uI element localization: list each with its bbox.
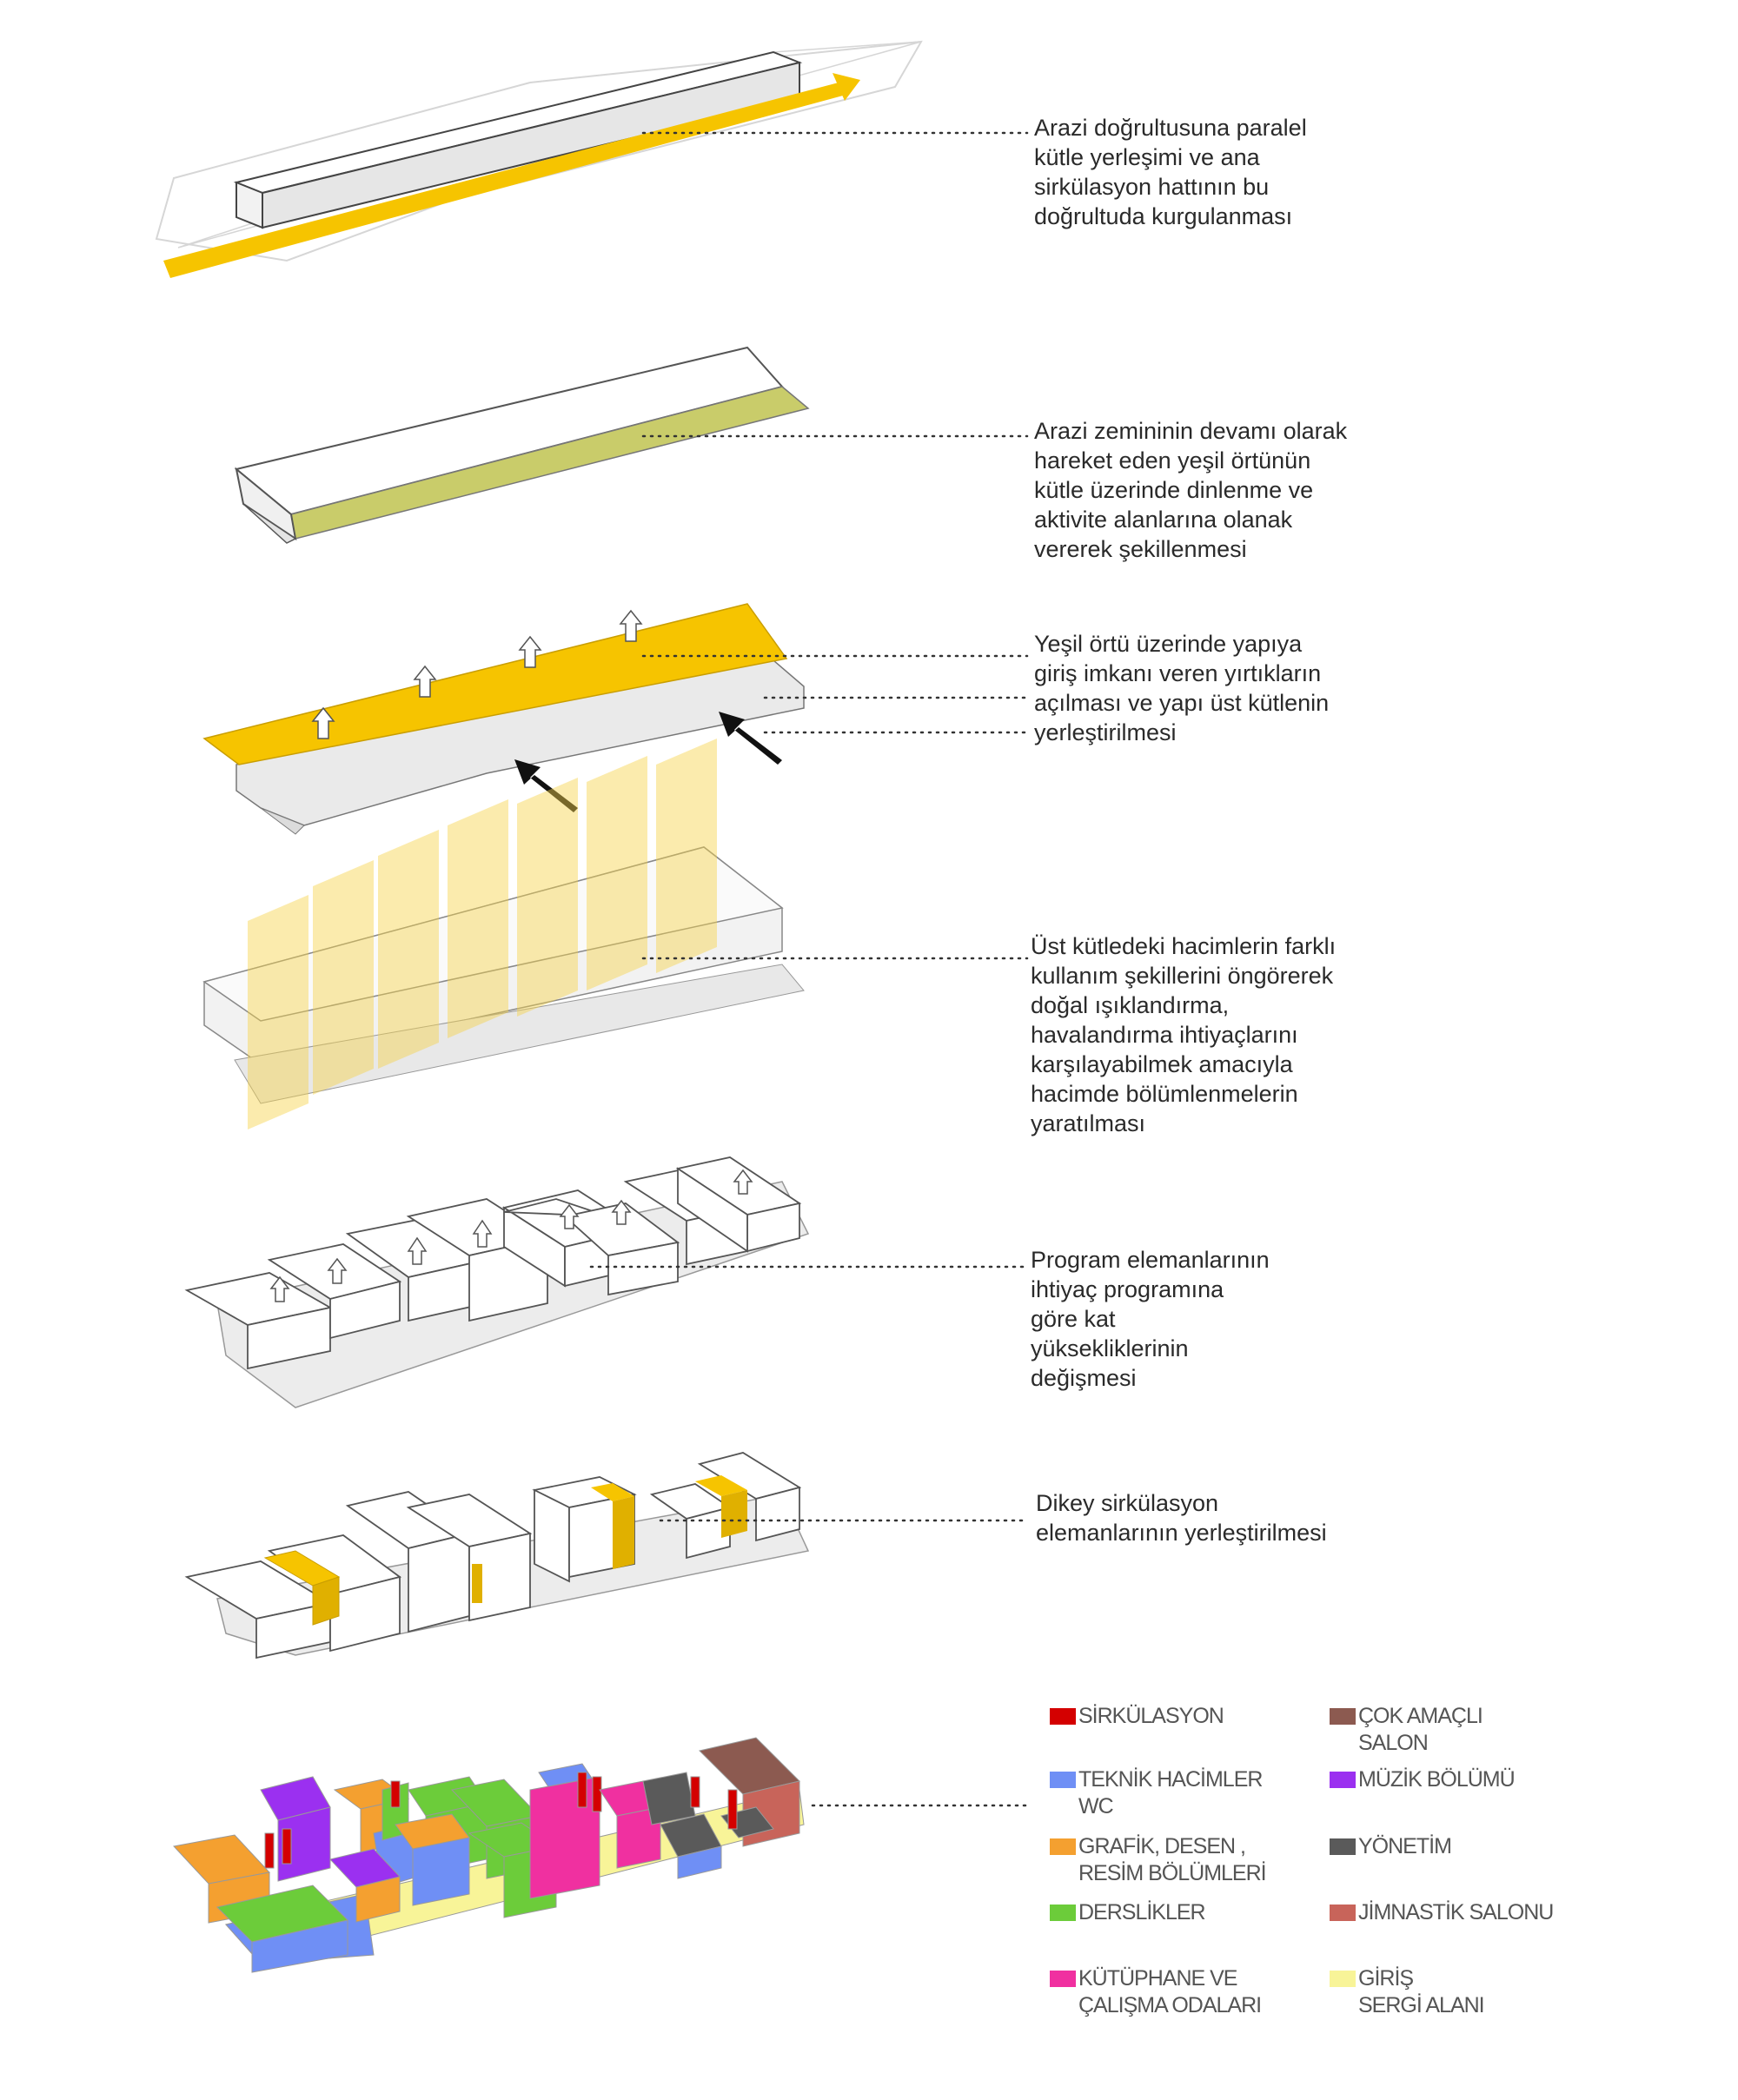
- legend-swatch: [1330, 1905, 1356, 1921]
- legend-swatch: [1050, 1905, 1076, 1921]
- legend-swatch: [1050, 1772, 1076, 1788]
- caption-step2: Arazi zemininin devamı olarak hareket ed…: [1034, 418, 1348, 562]
- legend-swatch: [1330, 1971, 1356, 1987]
- legend-swatch: [1050, 1971, 1076, 1987]
- legend-label: GİRİŞ SERGİ ALANI: [1358, 1966, 1485, 2017]
- legend-label: SİRKÜLASYON: [1078, 1704, 1224, 1728]
- legend-label: GRAFİK, DESEN , RESİM BÖLÜMLERİ: [1078, 1834, 1267, 1885]
- caption-step3: Yeşil örtü üzerinde yapıya giriş imkanı …: [1034, 631, 1330, 745]
- legend-swatch: [1330, 1772, 1356, 1788]
- legend-label: JİMNASTİK SALONU: [1358, 1900, 1554, 1924]
- legend-label: TEKNİK HACİMLER WC: [1078, 1767, 1263, 1818]
- legend-label: MÜZİK BÖLÜMÜ: [1358, 1767, 1516, 1792]
- legend-label: ÇOK AMAÇLI SALON: [1358, 1704, 1483, 1755]
- legend-label: YÖNETİM: [1358, 1834, 1452, 1858]
- caption-step4: Üst kütledeki hacimlerin farklı kullanım…: [1031, 933, 1337, 1136]
- legend-label: DERSLİKLER: [1078, 1900, 1206, 1924]
- step7-illustration: [173, 1737, 805, 1973]
- leader-lines: [589, 131, 1029, 1807]
- legend-swatch: [1050, 1838, 1076, 1855]
- legend-swatch: [1330, 1708, 1356, 1725]
- step6-illustration: [184, 1452, 810, 1659]
- step2-illustration: [234, 346, 810, 544]
- step3-illustration: [202, 603, 805, 835]
- legend-swatch: [1330, 1838, 1356, 1855]
- caption-step6: Dikey sirkülasyon elemanlarının yerleşti…: [1036, 1490, 1327, 1546]
- step5-illustration: [184, 1156, 810, 1408]
- caption-step5: Program elemanlarının ihtiyaç programına…: [1031, 1247, 1270, 1391]
- legend-label: KÜTÜPHANE VE ÇALIŞMA ODALARI: [1078, 1966, 1262, 2017]
- legend-swatch: [1050, 1708, 1076, 1725]
- step1-illustration: [155, 40, 923, 278]
- step4-illustration: [202, 739, 805, 1129]
- caption-step1: Arazi doğrultusuna paralel kütle yerleşi…: [1034, 115, 1307, 229]
